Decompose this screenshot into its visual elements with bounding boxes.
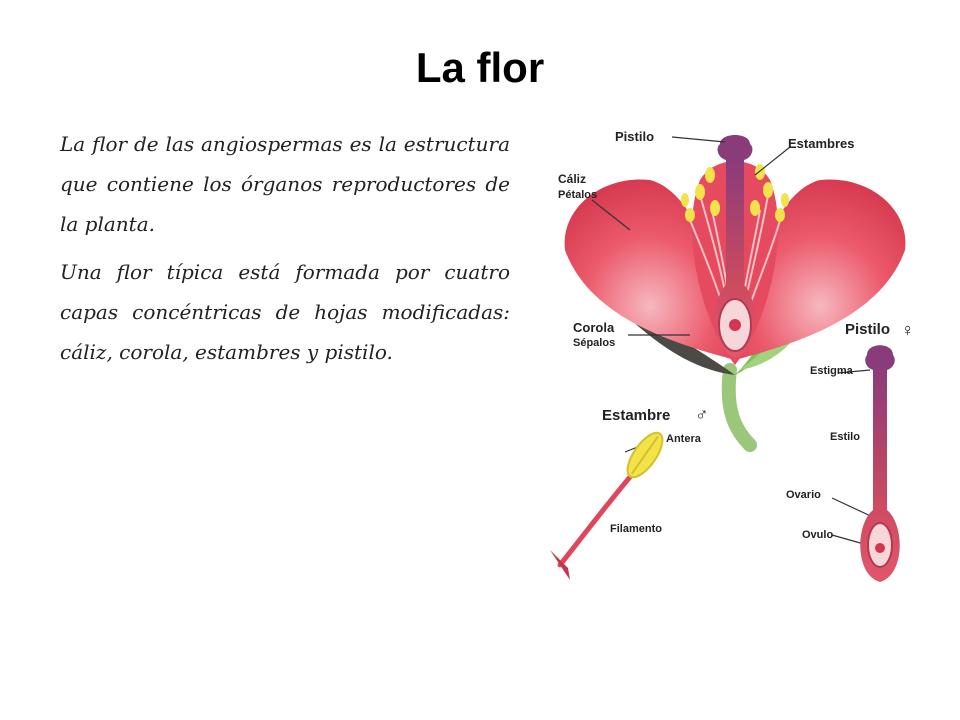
ovule-shape: [729, 319, 741, 331]
pistil-detail-stigma: [865, 345, 895, 370]
paragraph-2: Una flor típica está formada por cuatro …: [60, 260, 510, 364]
pistil-detail-shape: [860, 368, 900, 582]
label-petalos: Pétalos: [558, 189, 597, 201]
label-filamento: Filamento: [610, 523, 662, 535]
label-antera: Antera: [666, 433, 702, 445]
label-pistilo-detail: Pistilo: [845, 321, 890, 338]
label-estilo: Estilo: [830, 431, 860, 443]
flower-diagram: Pistilo Estambres Cáliz Pétalos Corola S…: [550, 129, 915, 582]
slide-title: La flor: [415, 44, 545, 91]
label-estambres: Estambres: [788, 136, 854, 151]
filament-tip-shape: [550, 550, 570, 580]
label-estigma: Estigma: [810, 365, 854, 377]
stigma-shape: [717, 135, 753, 160]
label-pistilo: Pistilo: [615, 129, 654, 144]
label-ovario: Ovario: [786, 489, 821, 501]
paragraph-1: La flor de las angiospermas es la estruc…: [60, 132, 510, 236]
label-corola: Corola: [573, 320, 615, 335]
label-caliz: Cáliz: [558, 172, 586, 186]
anther-detail-shape: [626, 431, 664, 479]
pistil-detail-ovule: [875, 543, 885, 553]
stem-shape: [721, 363, 757, 452]
filament-shape: [557, 462, 643, 568]
body-text: La flor de las angiospermas es la estruc…: [60, 124, 510, 380]
female-symbol: ♀: [901, 320, 915, 340]
anthers-group: [681, 164, 789, 222]
label-sepalos: Sépalos: [573, 337, 615, 349]
male-symbol: ♂: [695, 404, 709, 424]
label-ovulo: Ovulo: [802, 529, 833, 541]
label-estambre-detail: Estambre: [602, 407, 670, 424]
